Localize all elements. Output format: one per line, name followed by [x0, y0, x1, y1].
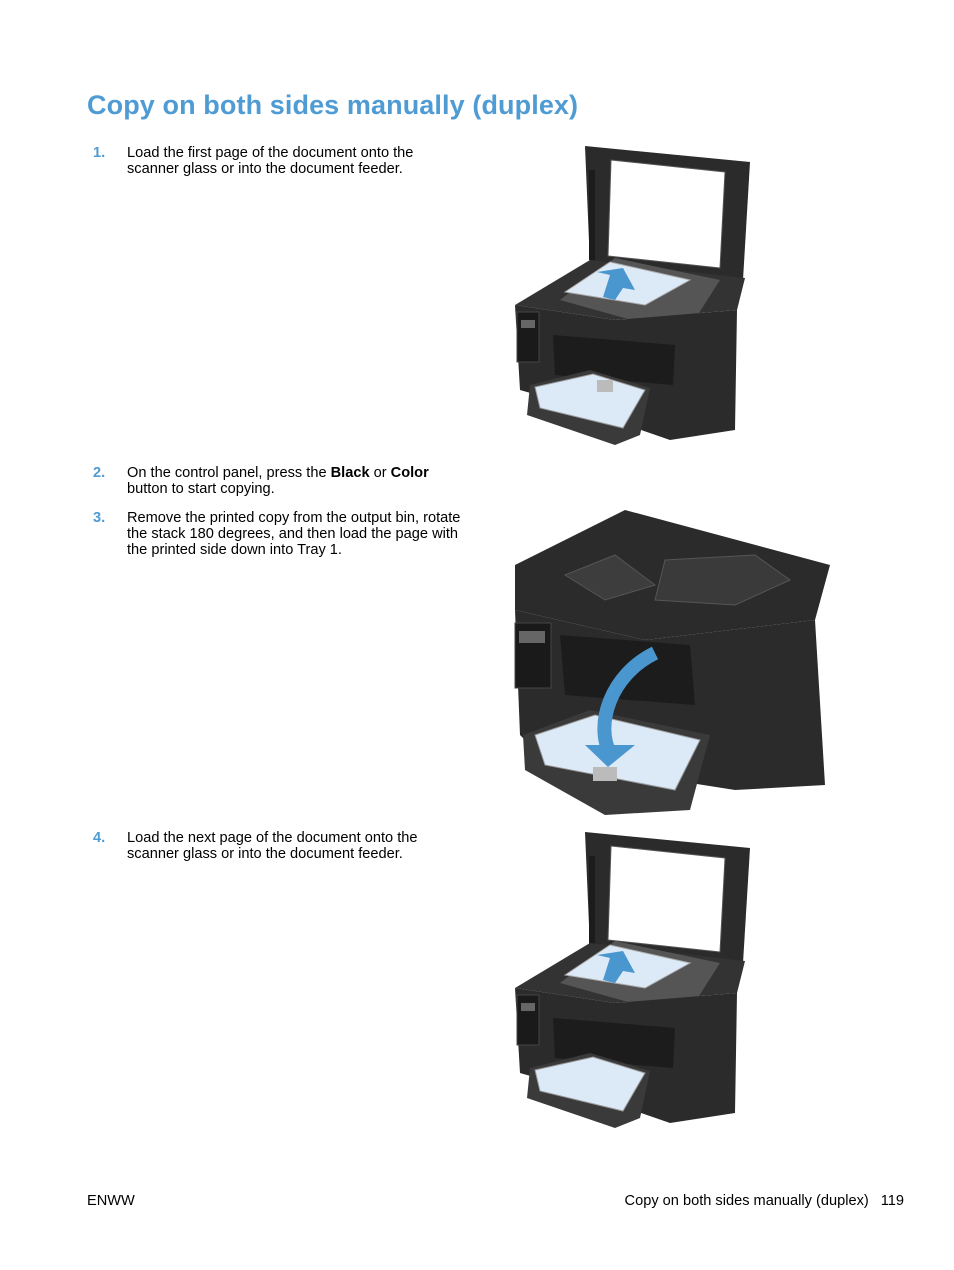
step-1: 1. Load the first page of the document o… — [93, 145, 463, 177]
printer-lid-open-illustration — [515, 146, 750, 445]
step-number: 4. — [93, 830, 106, 846]
rotate-stack-illustration — [514, 510, 830, 815]
footer-section: Copy on both sides manually (duplex) — [624, 1193, 869, 1209]
step-text: Load the next page of the document onto … — [127, 830, 418, 862]
color-button-label: Color — [390, 465, 429, 481]
printer-next-page-illustration — [515, 832, 750, 1128]
step-text: Load the first page of the document onto… — [127, 145, 414, 177]
step-number: 2. — [93, 465, 106, 481]
step-2: 2. On the control panel, press the Black… — [93, 465, 463, 497]
page-title: Copy on both sides manually (duplex) — [87, 90, 579, 120]
page-number: 119 — [880, 1193, 904, 1209]
step-number: 3. — [93, 510, 106, 526]
footer-right: Copy on both sides manually (duplex) 119 — [625, 1193, 904, 1209]
footer-left: ENWW — [87, 1193, 135, 1209]
step-text: Remove the printed copy from the output … — [127, 510, 461, 558]
step-4: 4. Load the next page of the document on… — [93, 830, 463, 862]
black-button-label: Black — [330, 465, 370, 481]
step-text: On the control panel, press the Black or… — [127, 465, 429, 497]
step-number: 1. — [93, 145, 106, 161]
step-3: 3. Remove the printed copy from the outp… — [93, 510, 463, 558]
